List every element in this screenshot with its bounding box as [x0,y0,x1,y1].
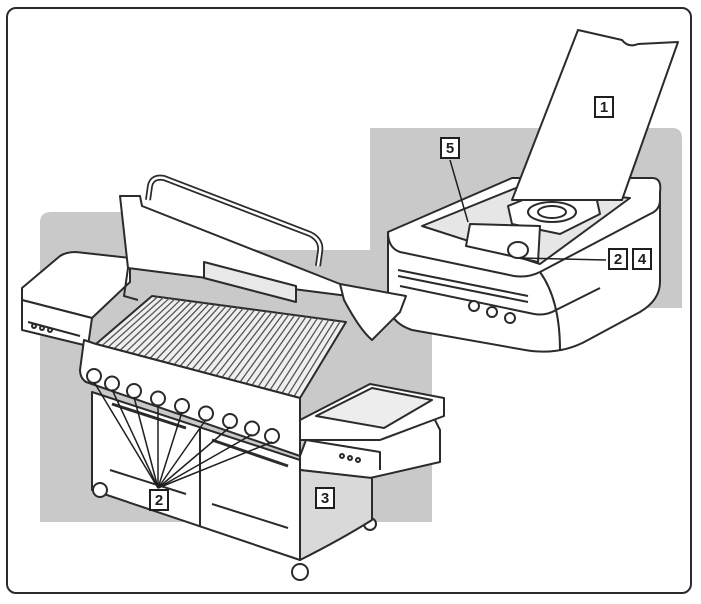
grate-bar [107,297,164,348]
grate-bar [209,310,261,375]
burner-knob [150,390,166,407]
grate-bar [293,320,341,397]
grate-bar [179,306,233,367]
burner-knob [198,405,214,422]
grate-bar [269,317,319,391]
grate-bar [113,297,170,350]
grate-bar [125,299,181,353]
grate-bar [263,317,313,389]
grate-bar [203,309,256,373]
leader-line [157,441,273,489]
grate-bar [227,312,279,380]
burner-knob [222,413,238,429]
grate-bar [131,300,187,354]
leader-lines [93,159,607,489]
grate-bar [161,303,216,362]
grate-bar [143,301,199,358]
callout-4: 4 [632,248,652,270]
burner-knob [104,375,120,392]
grate-bar [167,304,221,364]
callout-3: 3 [315,487,335,509]
grate-bar [191,307,244,370]
grate-bar [233,313,284,381]
grate-bar [275,318,324,393]
burner-knob [174,398,190,414]
grate-bar [149,302,204,359]
grate-bar [221,311,273,378]
burner-knob [126,383,142,399]
grate-bar [119,298,176,351]
grate-bar [287,320,336,396]
grate-bar [173,305,227,366]
cooking-grates [101,296,341,397]
grate-bar [245,314,296,385]
leader-line [157,411,183,489]
leader-line [111,389,159,489]
grate-bar [185,307,239,369]
leader-line [133,396,159,489]
grate-bar [197,308,250,372]
grate-bar [239,313,290,383]
callout-2-burner-knobs: 2 [149,489,169,511]
grate-bar [215,310,267,377]
callout-5: 5 [440,137,460,159]
callout-2-side-burner: 2 [608,248,628,270]
grate-bar [281,319,330,394]
callout-1: 1 [594,96,614,118]
grate-bar [137,300,193,356]
burner-knob [86,368,102,384]
grate-bar [257,316,307,388]
burner-knob [244,420,260,437]
burner-knob [264,428,280,444]
grate-bar [155,303,210,361]
leader-line [157,419,207,489]
leader-line [157,433,253,489]
grate-bar [251,315,301,386]
grate-bar [101,296,159,347]
leader-line [157,426,231,489]
leader-line [93,381,159,489]
